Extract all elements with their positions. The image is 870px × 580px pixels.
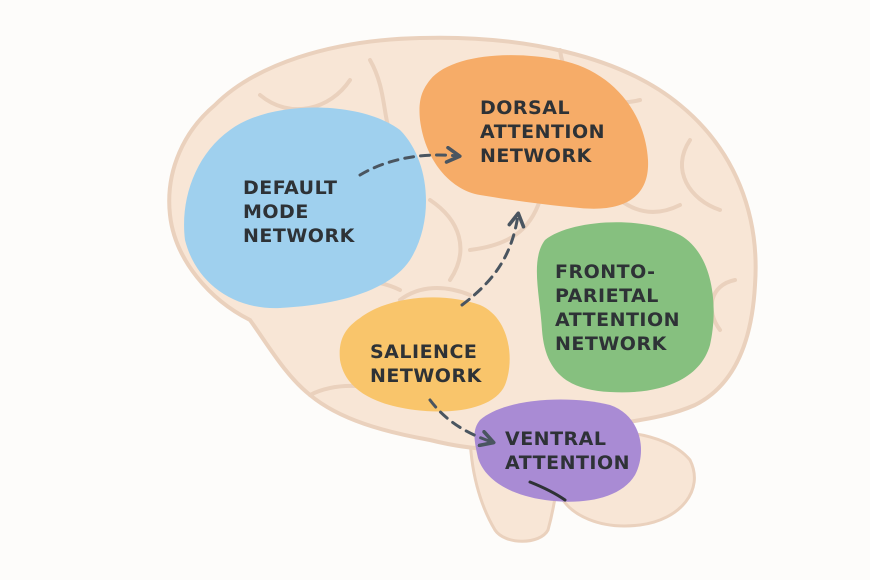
dorsal-attention-network-label: DORSAL ATTENTION NETWORK (480, 97, 606, 167)
ventral-attention-network-region (474, 399, 642, 502)
default-mode-network-region (184, 107, 427, 309)
default-mode-network-label: DEFAULT MODE NETWORK (243, 177, 355, 247)
frontoparietal-network-label: FRONTO- PARIETAL ATTENTION NETWORK (555, 261, 681, 355)
salience-network-region (339, 297, 510, 412)
salience-network-label: SALIENCE NETWORK (370, 341, 482, 387)
arrow-default-mode-to-dorsal (358, 145, 462, 177)
arrow-salience-to-dorsal (460, 211, 526, 307)
ventral-tick-mark (528, 480, 567, 502)
frontoparietal-network-region (536, 222, 714, 393)
dorsal-attention-network-region (419, 55, 649, 209)
ventral-attention-network-label: VENTRAL ATTENTION (505, 428, 631, 474)
arrow-salience-to-ventral (428, 398, 496, 448)
